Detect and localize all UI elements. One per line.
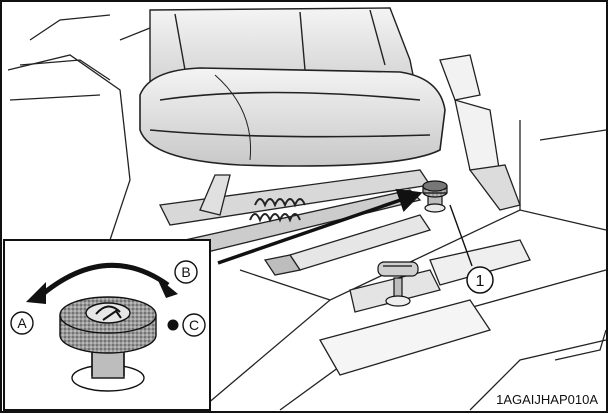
callout-b-circle (174, 260, 198, 284)
arrow-head-right-icon (156, 276, 178, 298)
callout-1-label: 1 (476, 273, 485, 290)
figure-code: 1AGAIJHAP010A (496, 392, 598, 407)
callout-b-label: B (181, 264, 190, 280)
knob-detail-inset: A B C (3, 239, 211, 411)
arrow-head-left-icon (26, 282, 46, 304)
seat-slide-lever (377, 261, 419, 307)
rotation-arrow-icon (36, 262, 170, 300)
seat-belt (439, 54, 521, 211)
knob-detail-icon (59, 296, 157, 392)
callout-c-circle (182, 313, 206, 337)
callout-a-circle (10, 311, 34, 335)
callout-c-label: C (189, 317, 199, 333)
height-adjust-knob (422, 180, 448, 213)
seat-cushion (139, 67, 446, 167)
leader-arrow (217, 188, 423, 265)
callout-part-1: 1 (449, 204, 494, 294)
callout-a-label: A (17, 315, 27, 331)
position-dot-icon (167, 319, 179, 331)
